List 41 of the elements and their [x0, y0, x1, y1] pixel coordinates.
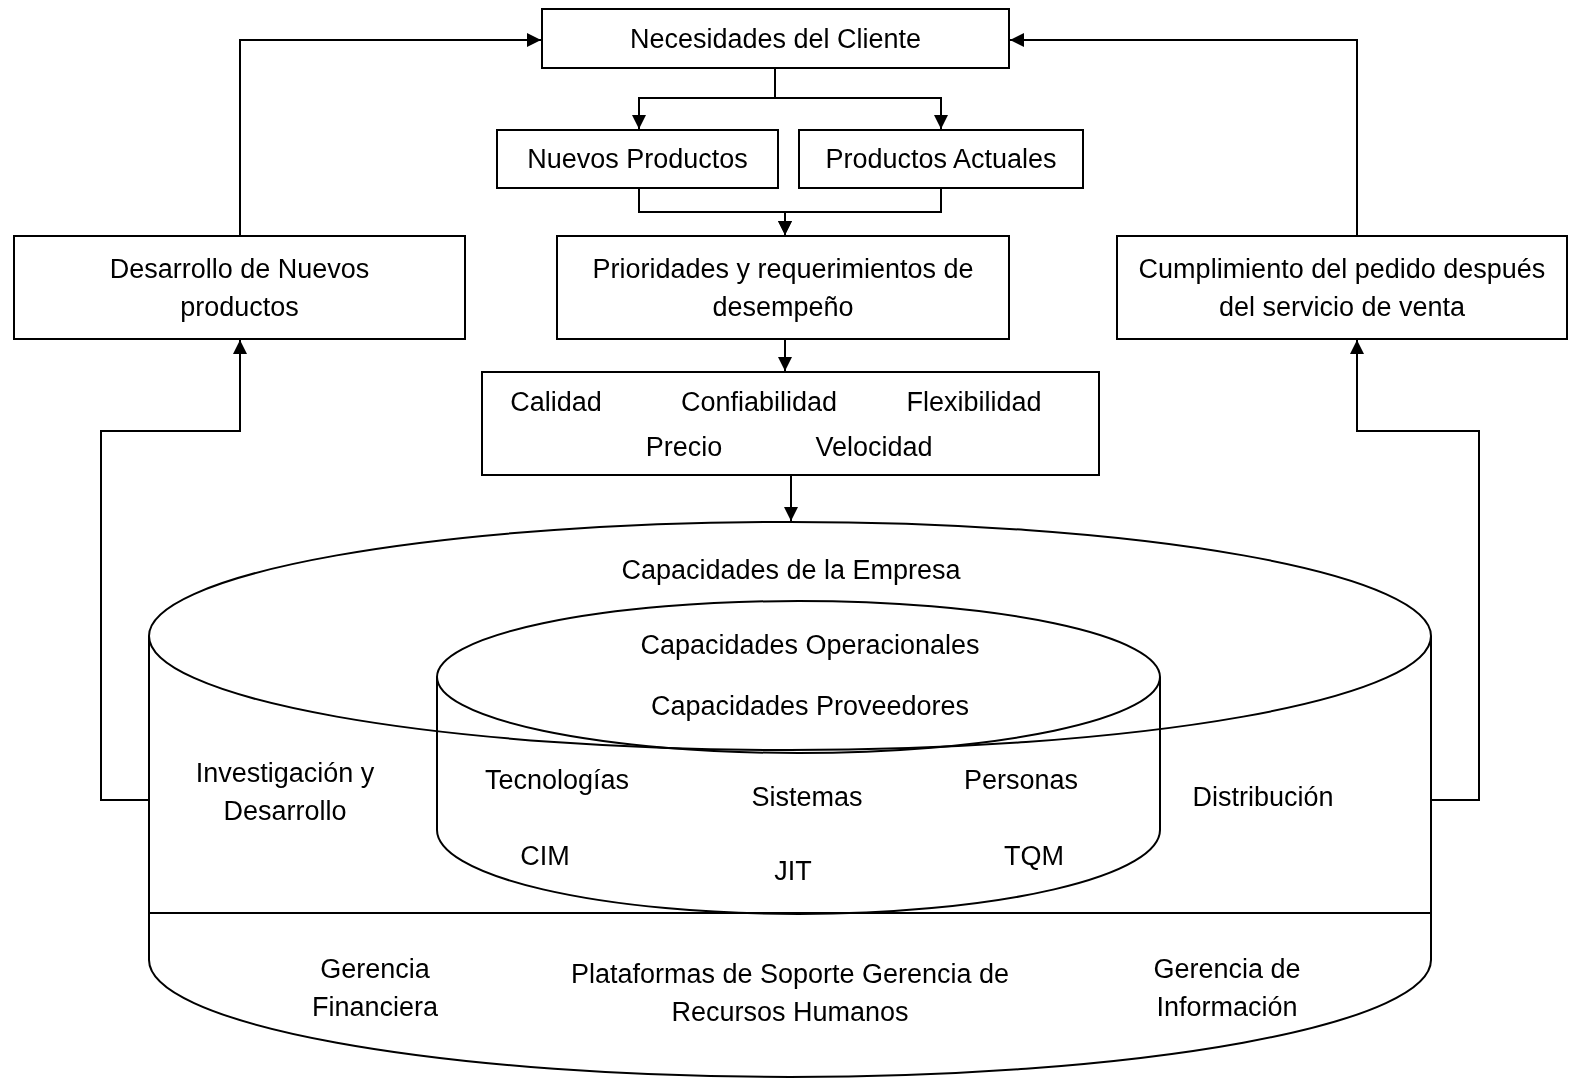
arrow	[239, 33, 542, 236]
process-box	[541, 8, 1010, 69]
node-label: Tecnologías	[484, 764, 630, 797]
node-label: Capacidades Proveedores	[650, 690, 970, 723]
node-label: CIM	[520, 840, 570, 873]
arrow	[1350, 339, 1480, 801]
arrow	[784, 475, 798, 522]
node-label: Prioridades y requerimientos de desempeño	[591, 252, 975, 324]
node-label: Confiabilidad	[680, 386, 838, 419]
node-label: Precio	[645, 431, 723, 464]
process-box	[481, 371, 1100, 476]
inner-cylinder	[436, 600, 1161, 915]
node-label: Investigación y Desarrollo	[194, 757, 376, 828]
node-label: Gerencia de Información	[1152, 953, 1302, 1024]
process-box	[1116, 235, 1568, 340]
node-label: Capacidades de la Empresa	[621, 554, 961, 587]
node-label: Necesidades del Cliente	[629, 22, 922, 56]
process-box	[798, 129, 1084, 189]
arrow	[1009, 33, 1358, 236]
node-label: Personas	[963, 764, 1079, 797]
node-label: Gerencia Financiera	[310, 953, 440, 1024]
arrow	[100, 339, 247, 801]
node-label: Nuevos Productos	[527, 143, 748, 176]
node-label: TQM	[1004, 840, 1064, 873]
node-label: Capacidades Operacionales	[640, 629, 980, 662]
node-label: Cumplimiento del pedido después del servicio de venta	[1137, 252, 1547, 324]
process-box	[496, 129, 779, 189]
node-label: Velocidad	[815, 431, 933, 464]
process-box	[13, 235, 466, 340]
node-label: Flexibilidad	[906, 386, 1042, 419]
node-label: Distribución	[1192, 781, 1334, 814]
node-label: Calidad	[510, 386, 602, 419]
outer-cylinder	[148, 521, 1432, 1078]
node-label: Productos Actuales	[825, 143, 1057, 176]
arrow	[778, 339, 792, 372]
arrow	[778, 188, 942, 236]
node-label: Plataformas de Soporte Gerencia de Recursos Humanos	[569, 958, 1011, 1029]
node-label: Sistemas	[751, 781, 863, 814]
process-box	[556, 235, 1010, 340]
node-label: JIT	[774, 855, 812, 888]
node-label: Desarrollo de Nuevos productos	[109, 252, 370, 324]
